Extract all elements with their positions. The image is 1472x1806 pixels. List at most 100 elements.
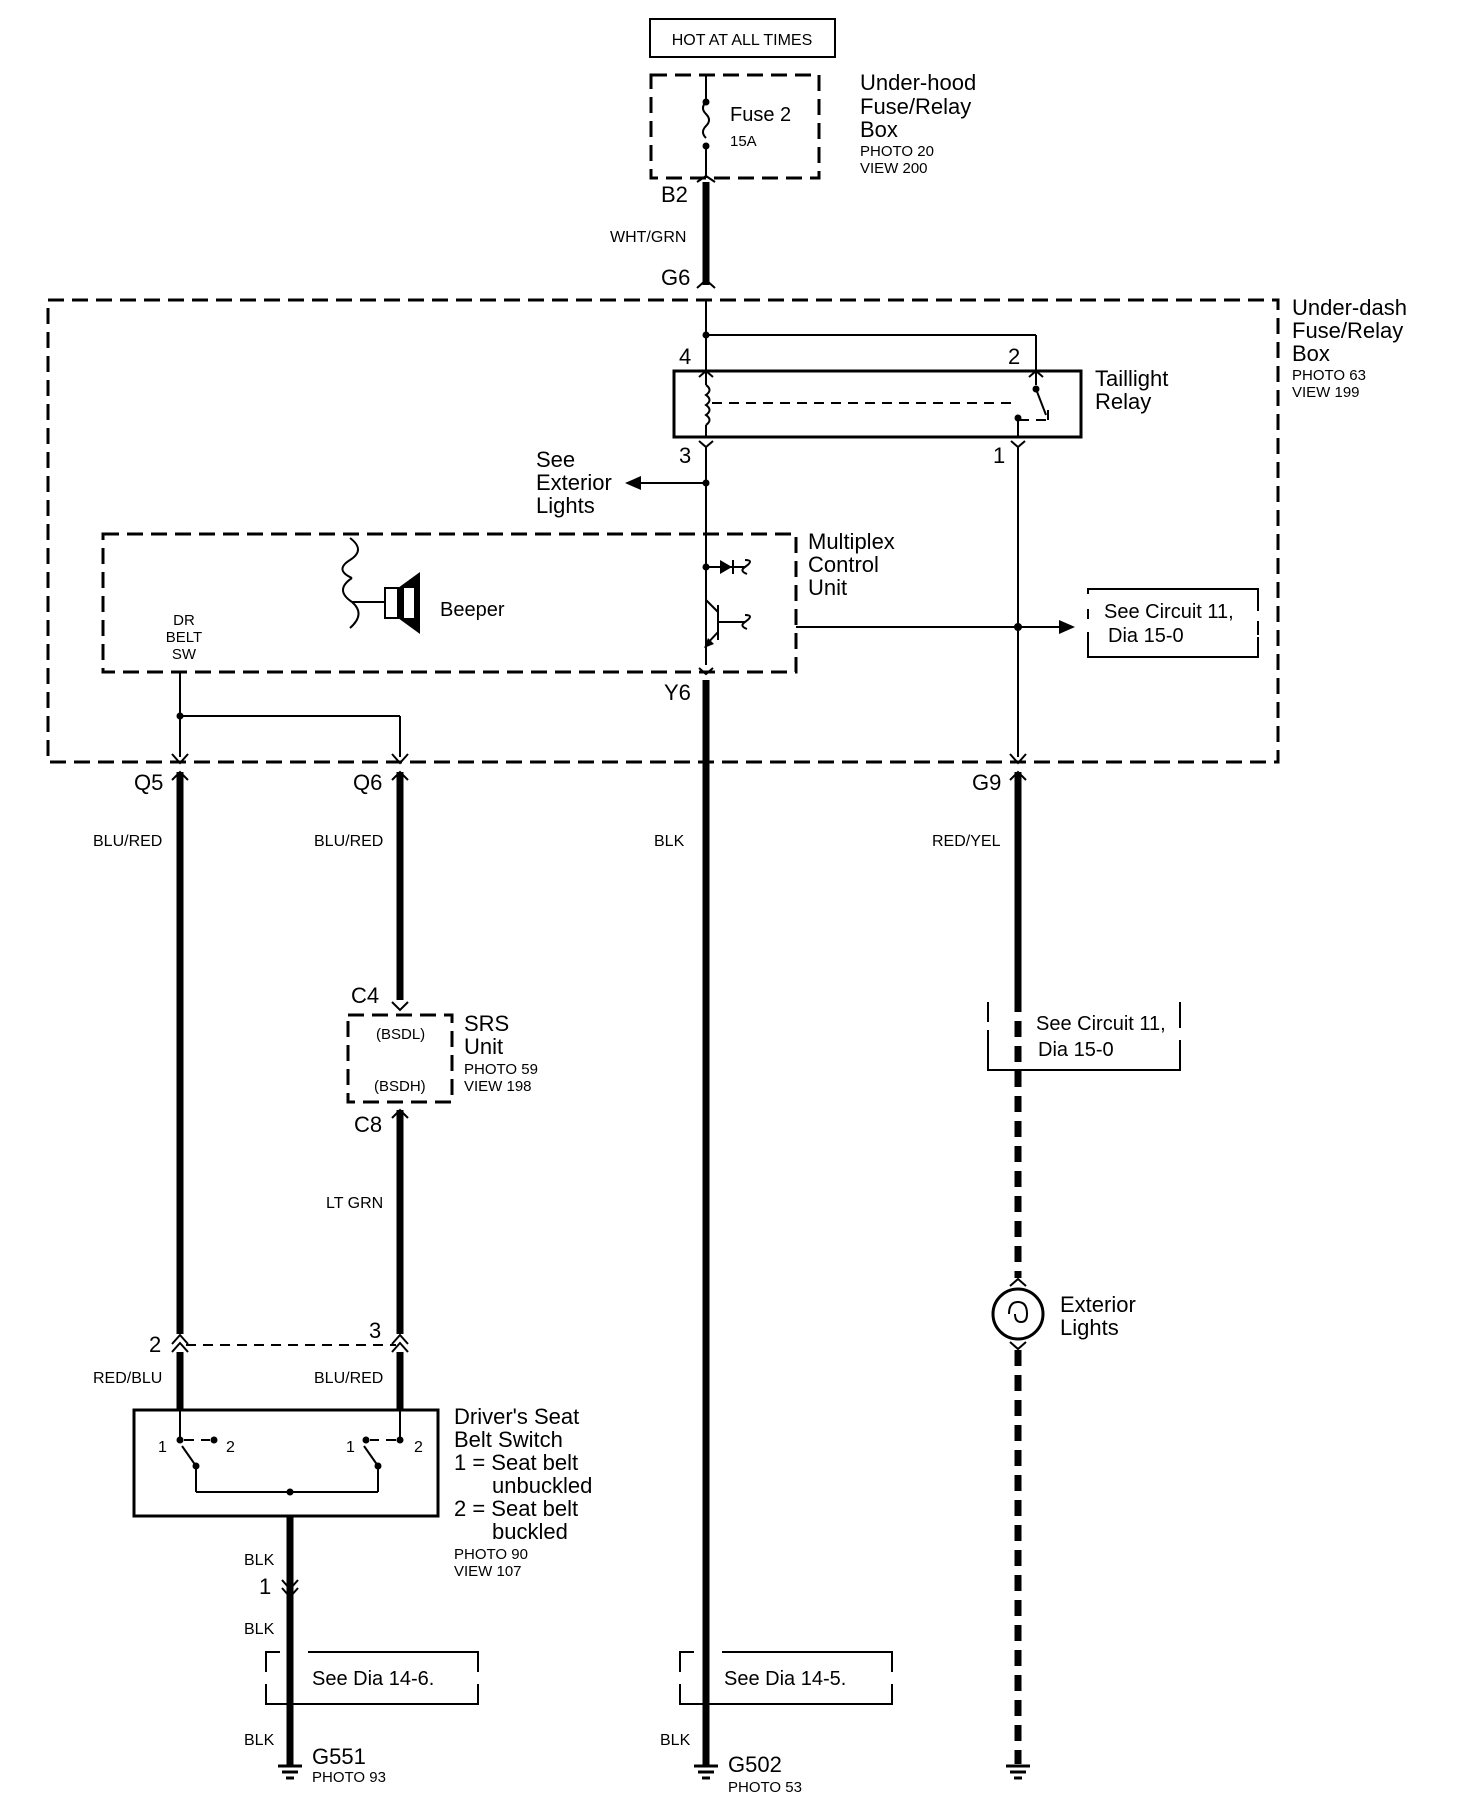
relay-pin-2: 2 [1008,344,1020,369]
ground-g551: G551 [312,1744,366,1769]
multiplex-box [101,532,798,674]
dia-ref-left-box [265,1651,479,1705]
transistor-icon [704,599,751,648]
contact-a1: 1 [158,1439,167,1456]
bulb-icon [991,1277,1045,1351]
ref-circuit-top-2: Dia 15-0 [1108,625,1184,647]
seat-switch-title-2: Belt Switch [454,1427,563,1452]
underhood-title-1: Under-hood [860,70,976,95]
wire-y6-color: BLK [654,833,685,850]
srs-bsdh: (BSDH) [374,1078,426,1095]
power-label: HOT AT ALL TIMES [672,32,813,49]
circuit-arrow-icon [1059,620,1075,634]
wire-g551-color: BLK [244,1732,275,1749]
dia-ref-left: See Dia 14-6. [312,1668,434,1690]
contact-a2: 2 [226,1439,235,1456]
underhood-box [649,73,821,180]
switch-pin-1: 1 [259,1574,271,1599]
ref-circuit-mid-2: Dia 15-0 [1038,1039,1114,1061]
see-exterior-arrow-icon [625,476,641,490]
underdash-photo: PHOTO 63 [1292,367,1366,384]
relay-pin-4: 4 [679,344,691,369]
seat-switch-photo: PHOTO 90 [454,1546,528,1563]
dr-belt-sw-2: BELT [166,629,202,646]
underdash-title-1: Under-dash [1292,295,1407,320]
taillight-relay-box [672,369,1083,439]
wire-sw-out2-color: BLK [244,1621,275,1638]
ref-circuit-mid-1: See Circuit 11, [1036,1013,1166,1035]
beeper-label: Beeper [440,599,505,621]
seat-switch-box [132,1408,440,1518]
dr-belt-sw-3: SW [172,646,197,663]
exterior-lights-1: Exterior [1060,1292,1136,1317]
connector-y6: Y6 [664,680,691,705]
power-label-box [649,18,836,58]
seat-switch-view: VIEW 107 [454,1563,522,1580]
connector-g6: G6 [661,265,690,290]
connector-c8: C8 [354,1112,382,1137]
wire-c8-color: LT GRN [326,1195,383,1212]
seat-switch-title-1: Driver's Seat [454,1404,579,1429]
relay-pin-1: 1 [993,443,1005,468]
underdash-title-2: Fuse/Relay [1292,318,1403,343]
beeper-icon [341,537,420,634]
underhood-photo: PHOTO 20 [860,143,934,160]
exterior-lights-2: Lights [1060,1315,1119,1340]
multiplex-title-2: Control [808,552,879,577]
underdash-box [46,298,1280,764]
multiplex-title-3: Unit [808,575,847,600]
connector-b2: B2 [661,182,688,207]
wire-g502-color: BLK [660,1732,691,1749]
ground-g551-photo: PHOTO 93 [312,1769,386,1786]
ground-icon-g551 [278,1764,302,1780]
ref-circuit-mid-box [987,1002,1181,1071]
connector-q5: Q5 [134,770,163,795]
srs-title-1: SRS [464,1011,509,1036]
connector-q6: Q6 [353,770,382,795]
wire-q5-color: BLU/RED [93,833,162,850]
wire-g9-color: RED/YEL [932,833,1001,850]
srs-bsdl: (BSDL) [376,1026,425,1043]
relay-switch-icon [1014,371,1049,437]
relay-title-2: Relay [1095,389,1151,414]
dia-ref-mid: See Dia 14-5. [724,1668,846,1690]
relay-coil-icon [704,371,1016,437]
see-exterior-1: See [536,447,575,472]
underhood-title-3: Box [860,117,898,142]
wire-sw-out-color: BLK [244,1552,275,1569]
switch-pin-2: 2 [149,1332,161,1357]
wire-wht-grn: WHT/GRN [610,229,686,246]
fuse-icon [702,75,710,178]
wire-q6-color: BLU/RED [314,833,383,850]
ground-g502: G502 [728,1752,782,1777]
see-exterior-2: Exterior [536,470,612,495]
contact-b2: 2 [414,1439,423,1456]
ref-circuit-top-1: See Circuit 11, [1104,601,1234,623]
multiplex-title-1: Multiplex [808,529,895,554]
seat-switch-legend-2b: buckled [492,1519,568,1544]
wire-sw3-color: BLU/RED [314,1370,383,1387]
underdash-view: VIEW 199 [1292,384,1360,401]
srs-unit-box [346,1013,454,1104]
seat-switch-legend-2a: 2 = Seat belt [454,1496,578,1521]
dr-belt-sw-1: DR [173,612,195,629]
wire-sw2-color: RED/BLU [93,1370,162,1387]
underdash-title-3: Box [1292,341,1330,366]
see-exterior-3: Lights [536,493,595,518]
srs-view: VIEW 198 [464,1078,532,1095]
relay-pin-3: 3 [679,443,691,468]
switch-pin-3: 3 [369,1318,381,1343]
underhood-view: VIEW 200 [860,160,928,177]
srs-photo: PHOTO 59 [464,1061,538,1078]
ground-icon-g502 [694,1764,718,1780]
connector-c4: C4 [351,983,379,1008]
dia-ref-mid-box [679,1651,893,1705]
seat-switch-legend-1a: 1 = Seat belt [454,1450,578,1475]
contact-b1: 1 [346,1439,355,1456]
seat-switch-contacts-icon [176,1410,404,1496]
relay-title-1: Taillight [1095,366,1168,391]
diode-icon [706,559,751,575]
fuse-rating: 15A [730,133,757,150]
srs-title-2: Unit [464,1034,503,1059]
